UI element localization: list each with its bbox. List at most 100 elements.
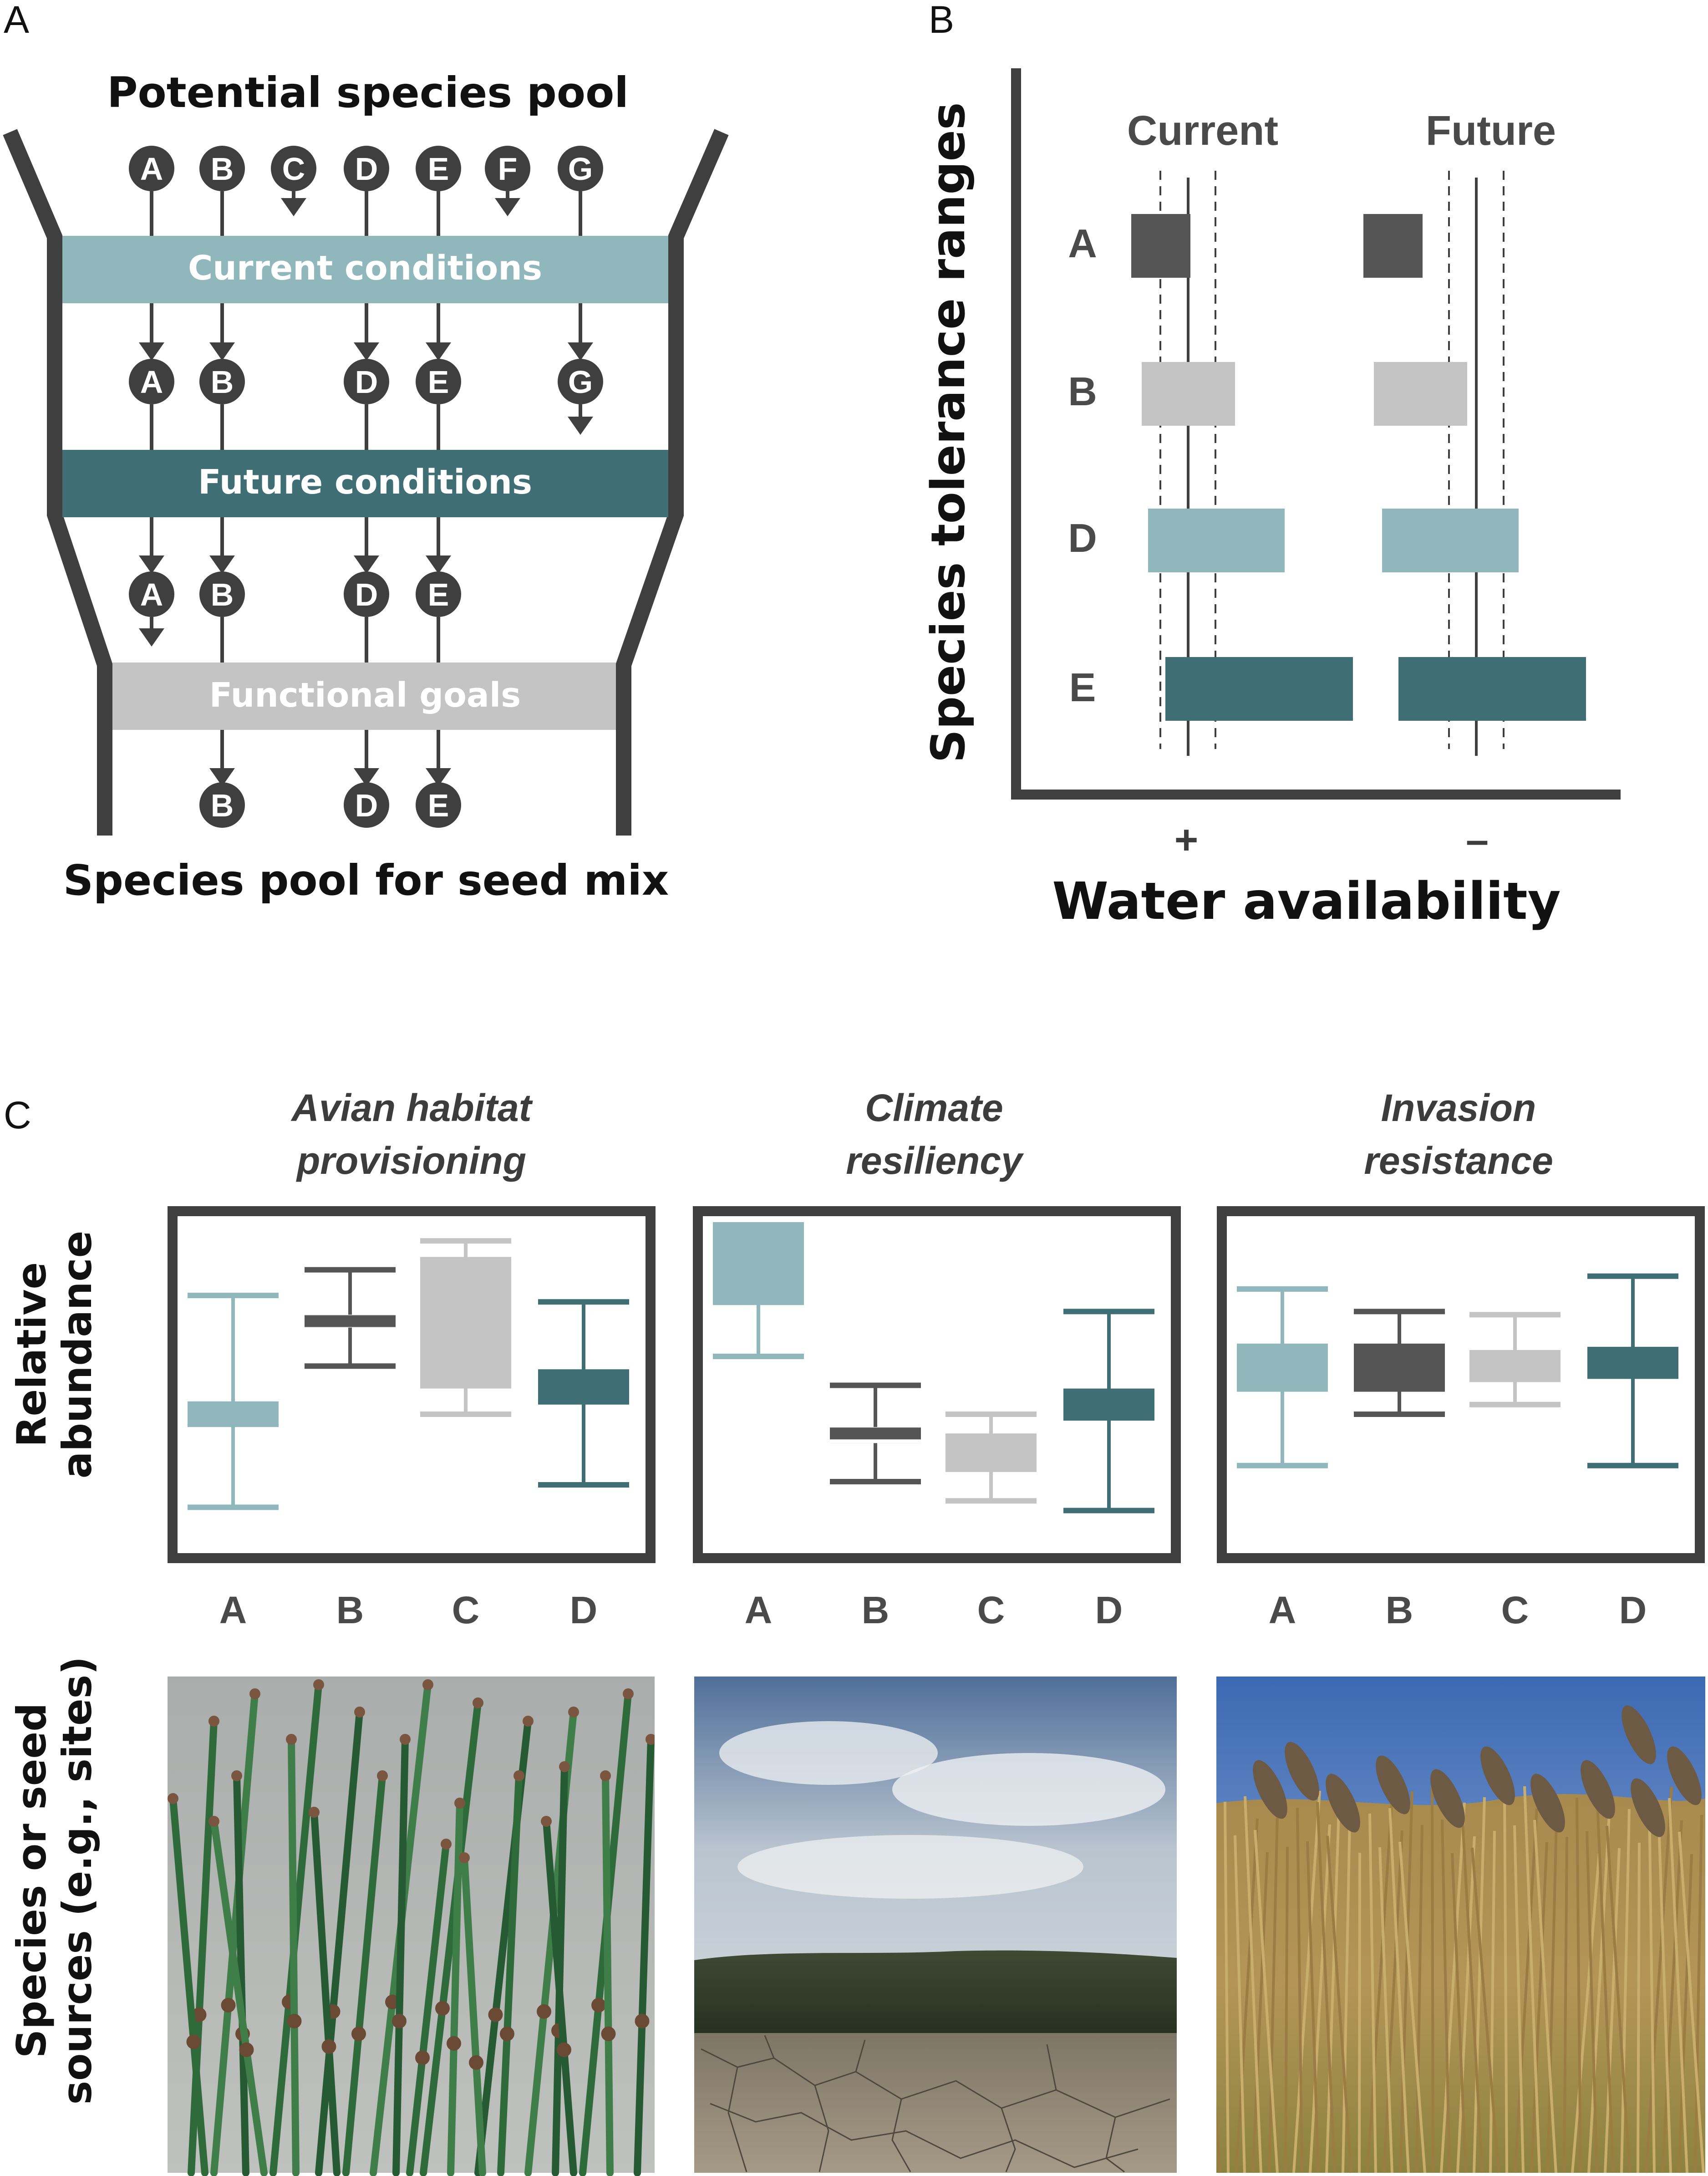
seed-head [249,1688,260,1699]
reed-stem [1296,1807,1303,2173]
reed-stem [1530,1842,1548,2173]
y-axis-label: Species tolerance ranges [921,102,976,763]
reed-stem [1473,1797,1486,2173]
reed-stem [1668,1798,1688,2173]
seed-head [541,1816,552,1827]
box-0-d-box [538,1369,629,1405]
reed-stem [1224,1801,1230,2173]
category-label-0-c: C [452,1589,480,1631]
crack-line [710,2103,1139,2168]
reed-plume [1622,1705,1656,1764]
seed-head [192,2007,207,2022]
rush-stem [420,1699,482,2176]
species-f-excluded-arrow-row1-head [495,198,520,216]
mud-cracks [701,2035,1170,2173]
panel-a-funnel-diagram: A Potential species pool Current conditi… [3,0,729,905]
climate-title-line2: resiliency [846,1139,1024,1182]
abundance-label-line2: abundance [54,1231,101,1479]
seed-head [208,1816,219,1827]
rush-stem [634,1736,655,2176]
species-d-circle-row2 [344,359,389,404]
species-d-arrow-3-head [354,768,379,786]
reed-stem [1678,1831,1705,2173]
seed-head [422,1679,433,1690]
species-g-excluded-arrow-row2-head [568,417,593,435]
species-a-arrow-2-head [139,555,164,574]
reed-stem [1326,1835,1352,2173]
box-2-b-box [1354,1343,1445,1392]
seed-head [208,1716,219,1727]
species-b-circle-row1-letter: B [211,151,234,187]
species-g-circle-row1 [558,146,603,191]
reed-stem [1235,1818,1259,2173]
seed-head [473,1697,483,1708]
reed-stem [1451,1853,1467,2173]
reed-stem [1316,1802,1336,2173]
species-e-circle-row2 [416,359,461,404]
rush-stem [315,1708,363,2176]
climate-plot-frame [693,1206,1181,1563]
reed-stem [1587,1814,1611,2173]
reed-stem [1268,1813,1279,2173]
reed-stem [1513,1825,1525,2173]
seed-head [600,1770,611,1781]
reed-stem [1533,1819,1557,2173]
relative-label-line1: Relative [8,1262,55,1447]
seed-head [221,1998,236,2013]
species-g-circle-row1-letter: G [568,151,593,187]
reed-stem [1471,1847,1500,2173]
species-b-label: B [1068,369,1097,414]
seed-head [321,2039,336,2054]
seed-head [447,2036,461,2051]
rush-stem [392,1736,409,2176]
crack-line [814,2085,829,2172]
avian-title-line1: Avian habitat [290,1086,533,1129]
current-range-e [1165,657,1353,721]
reed-field [1216,1794,1705,2173]
reed-stem [1388,1808,1410,2173]
seed-mix-pool-label: Species pool for seed mix [63,856,669,905]
reed-stem [1576,1797,1582,2173]
rush-stems [168,1679,656,2176]
reed-stem [1604,1848,1621,2173]
reed-plume [1530,1773,1565,1833]
rush-stem [461,1854,486,2176]
reed-stem [1546,1803,1558,2173]
reed-plume [1581,1760,1615,1819]
species-e-circle-row1 [416,146,461,191]
rush-stem [210,1818,268,2176]
potential-species-pool-label: Potential species pool [107,68,629,117]
current-range-a [1131,214,1190,278]
seed-head [286,1734,297,1745]
rush-stem [543,1818,577,2176]
seed-head [601,2026,616,2041]
species-a-circle-row3-letter: A [140,577,163,612]
panel-b-tolerance-chart: B Species tolerance ranges Water availab… [921,0,1621,931]
species-e-arrow-2-head [426,555,451,574]
photo-reed-grass [1191,1677,1705,2173]
species-d-circle-row2-letter: D [355,364,378,400]
species-a-label: A [1068,221,1097,266]
funnel-left-wall [3,129,112,836]
seed-head [239,2042,254,2057]
reed-stem [1661,1820,1683,2173]
dense-vegetation [694,1950,1177,2035]
reed-stem [1325,1785,1341,2173]
species-f-circle-row1-letter: F [498,151,518,187]
species-a-circle-row2-letter: A [140,364,163,400]
species-b-circle-row3 [199,571,245,617]
reed-stem [1596,1792,1615,2173]
photo-rush-plants [168,1677,656,2176]
category-label-2-b: B [1386,1589,1413,1631]
box-1-d-box [1063,1388,1154,1421]
seed-head [523,1716,534,1727]
reed-stem [1563,1836,1568,2173]
species-a-arrow-1-head [139,342,164,361]
reed-plume [1285,1742,1319,1801]
seed-head [287,2013,302,2028]
reed-stem [1586,1831,1598,2173]
seed-head [559,1761,570,1772]
